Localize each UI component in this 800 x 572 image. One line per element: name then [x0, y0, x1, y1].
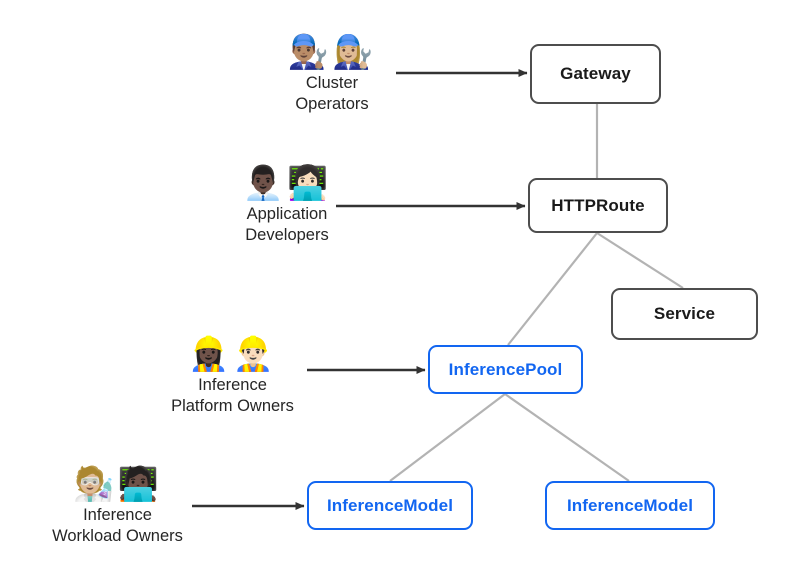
actor-application-developers: 👨🏿‍💼👩🏻‍💻Application Developers: [212, 163, 362, 246]
actor-inference-workload-owners: 🧑🏼‍🔬🧑🏿‍💻Inference Workload Owners: [35, 464, 200, 547]
actor-cluster-operators: 👨🏽‍🔧👩🏼‍🔧Cluster Operators: [272, 32, 392, 115]
actor-caption-inference-workload-owners: Inference Workload Owners: [52, 506, 183, 545]
node-gateway[interactable]: Gateway: [530, 44, 661, 104]
node-label-inferencemodel_left: InferenceModel: [326, 495, 454, 515]
actor-caption-cluster-operators: Cluster Operators: [295, 74, 369, 113]
actor-inference-platform-owners: 👷🏿‍♀️👷🏻‍♂️Inference Platform Owners: [155, 334, 310, 417]
wire-httproute-to-service: [596, 232, 684, 289]
construction-worker-woman-icon: 👷🏿‍♀️👷🏻‍♂️: [188, 334, 277, 373]
node-service[interactable]: Service: [611, 288, 758, 340]
node-label-inferencemodel_right: InferenceModel: [566, 495, 694, 515]
node-label-httproute: HTTPRoute: [551, 195, 645, 215]
node-label-service: Service: [653, 304, 716, 323]
scientist-icon: 🧑🏼‍🔬🧑🏿‍💻: [73, 464, 162, 503]
node-httproute[interactable]: HTTPRoute: [528, 178, 668, 233]
office-worker-icon: 👨🏿‍💼👩🏻‍💻: [242, 163, 332, 202]
mechanic-man-icon: 👨🏽‍🔧👩🏼‍🔧: [287, 32, 377, 71]
node-inferencepool[interactable]: InferencePool: [428, 345, 583, 394]
persona-arrows: [192, 69, 528, 510]
actor-caption-inference-platform-owners: Inference Platform Owners: [171, 376, 294, 415]
wire-httproute-to-inferencepool: [507, 232, 598, 346]
wire-inferencepool-to-model-right: [504, 393, 630, 482]
node-inferencemodel_left[interactable]: InferenceModel: [307, 481, 473, 530]
actor-caption-application-developers: Application Developers: [245, 205, 329, 244]
node-label-inferencepool: InferencePool: [448, 359, 563, 379]
node-inferencemodel_right[interactable]: InferenceModel: [545, 481, 715, 530]
node-label-gateway: Gateway: [560, 64, 631, 83]
wire-inferencepool-to-model-left: [389, 393, 506, 482]
